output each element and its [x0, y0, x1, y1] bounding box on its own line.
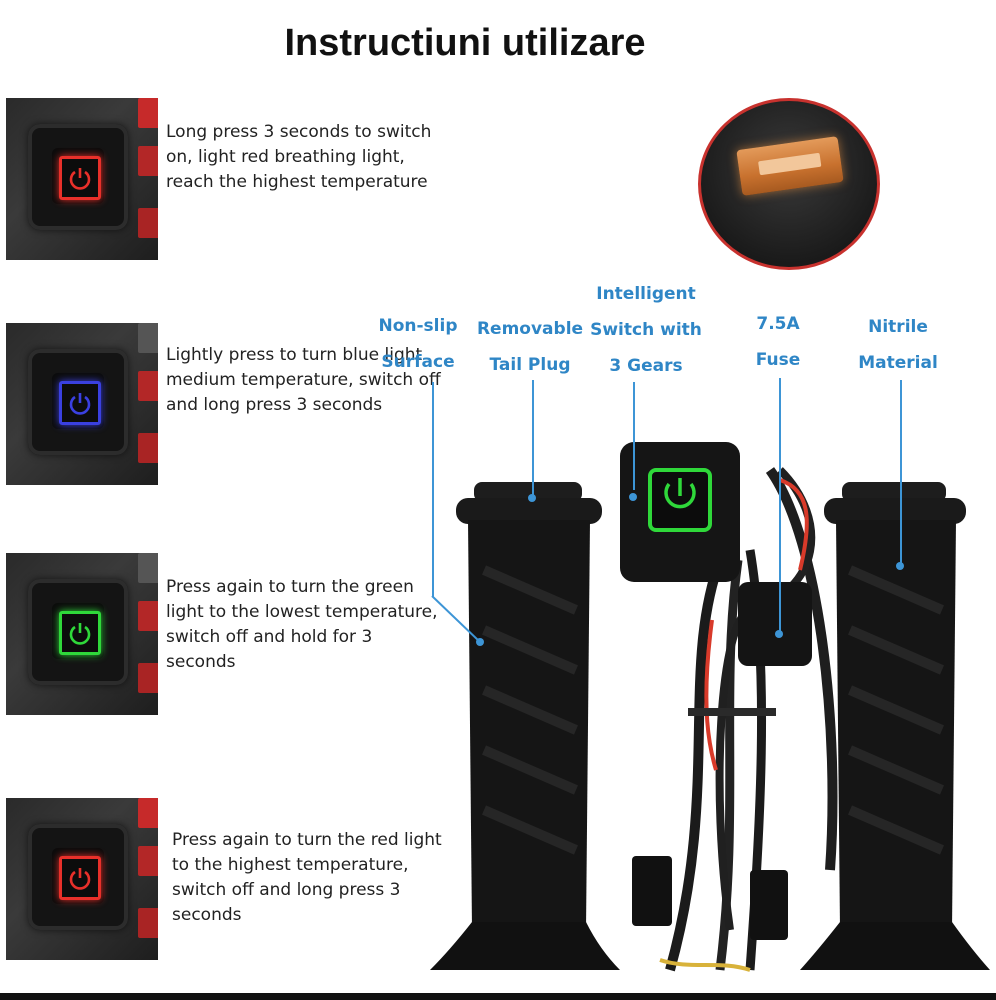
instruction-text: Long press 3 seconds to switch on, light…: [166, 122, 432, 192]
switch-photo-red: [6, 98, 158, 260]
switch-photo-green: [6, 553, 158, 715]
power-icon: [59, 156, 101, 200]
instruction-step-4: Press again to turn the red light to the…: [6, 798, 446, 968]
power-icon: [664, 482, 696, 509]
instruction-text: Lightly press to turn blue light medium …: [166, 345, 441, 415]
left-grip: [430, 482, 620, 970]
fuse-icon: [736, 136, 844, 196]
heated-grips-illustration: [430, 442, 990, 972]
fuse-closeup: [698, 98, 880, 270]
bottom-border: [0, 993, 996, 1000]
instruction-text: Press again to turn the red light to the…: [172, 830, 442, 925]
right-grip: [800, 482, 990, 970]
instruction-text: Press again to turn the green light to t…: [166, 577, 438, 672]
instruction-step-3: Press again to turn the green light to t…: [6, 553, 446, 723]
power-icon: [59, 381, 101, 425]
page-title: Instructiuni utilizare: [284, 22, 646, 64]
instruction-step-1: Long press 3 seconds to switch on, light…: [6, 98, 446, 268]
power-icon: [59, 856, 101, 900]
power-icon: [59, 611, 101, 655]
switch-photo-blue: [6, 323, 158, 485]
switch-photo-red-2: [6, 798, 158, 960]
leader-diagonal: [431, 595, 484, 646]
three-gear-switch: [620, 442, 740, 582]
wiring-harness: [632, 467, 838, 972]
instruction-step-2: Lightly press to turn blue light medium …: [6, 323, 446, 493]
